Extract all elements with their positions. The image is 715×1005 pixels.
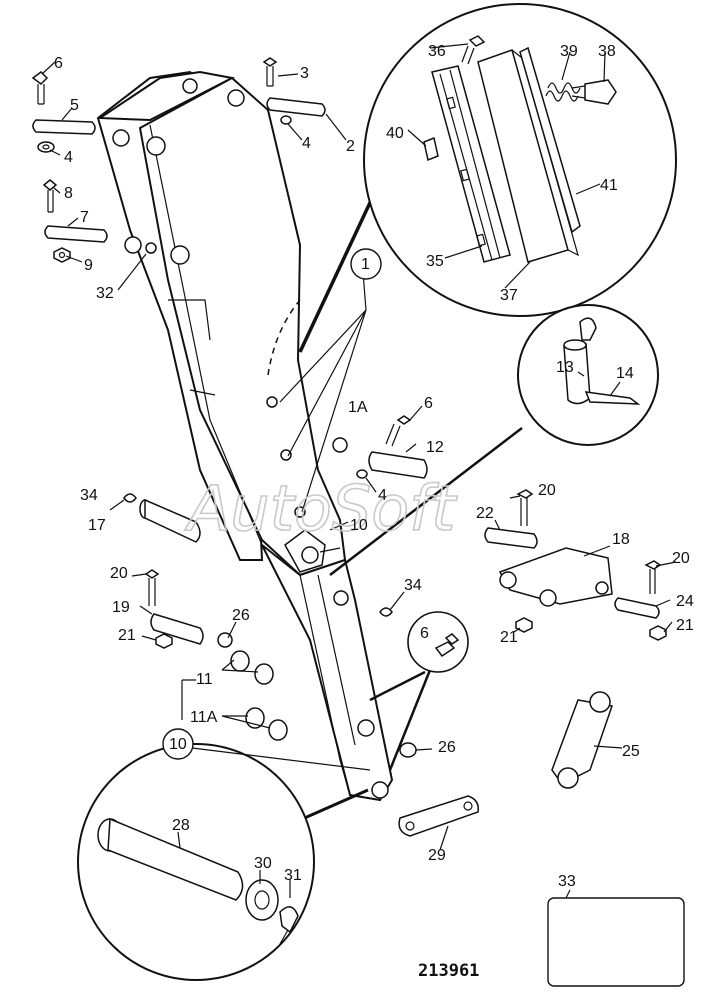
label-13: 13 — [556, 359, 574, 376]
link-18-assembly — [484, 489, 667, 641]
detail-leaders — [267, 191, 523, 822]
label-17: 17 — [88, 517, 106, 534]
label-4: 4 — [378, 487, 387, 504]
label-33: 33 — [558, 873, 576, 890]
label-26: 26 — [232, 607, 250, 624]
link-25 — [551, 691, 613, 789]
label-10: 10 — [169, 736, 187, 753]
label-21: 21 — [500, 629, 518, 646]
label-4: 4 — [64, 149, 73, 166]
label-35: 35 — [426, 253, 444, 270]
pin-7-assembly — [42, 179, 108, 263]
wear-pad-detail-circle — [363, 3, 677, 317]
circlip-34-lower — [379, 607, 393, 617]
label-32: 32 — [96, 285, 114, 302]
label-20: 20 — [538, 482, 556, 499]
label-20: 20 — [110, 565, 128, 582]
label-6: 6 — [424, 395, 433, 412]
label-3: 3 — [300, 65, 309, 82]
washer-26-lower — [399, 742, 417, 758]
label-leaders — [41, 43, 677, 899]
label-36: 36 — [428, 43, 446, 60]
label-10: 10 — [350, 517, 368, 534]
pin-17-assembly — [123, 493, 201, 543]
label-26: 26 — [438, 739, 456, 756]
pin-2-assembly — [262, 57, 326, 125]
label-34: 34 — [80, 487, 98, 504]
label-9: 9 — [84, 257, 93, 274]
label-2: 2 — [346, 138, 355, 155]
ref-circle-1 — [350, 248, 382, 280]
label-38: 38 — [598, 43, 616, 60]
label-5: 5 — [70, 97, 79, 114]
label-30: 30 — [254, 855, 272, 872]
label-1: 1 — [361, 256, 370, 273]
label-6: 6 — [54, 55, 63, 72]
label-22: 22 — [476, 505, 494, 522]
label-24: 24 — [676, 593, 694, 610]
label-19: 19 — [112, 599, 130, 616]
ref-circle-10 — [162, 728, 194, 760]
label-12: 12 — [426, 439, 444, 456]
pin-12-assembly — [356, 415, 428, 479]
label-34: 34 — [404, 577, 422, 594]
label-28: 28 — [172, 817, 190, 834]
label-39: 39 — [560, 43, 578, 60]
label-6: 6 — [420, 625, 429, 642]
label-20: 20 — [672, 550, 690, 567]
label-21: 21 — [118, 627, 136, 644]
label-14: 14 — [616, 365, 634, 382]
part-labels: 6 5 4 8 7 9 32 3 4 2 1 1A 6 12 4 10 34 1… — [54, 43, 694, 890]
grease-nipple-detail-circle — [407, 611, 469, 673]
label-29: 29 — [428, 847, 446, 864]
decal-box-33 — [547, 897, 685, 987]
bucket-pin-detail-circle — [77, 743, 315, 981]
label-11a: 11A — [190, 709, 218, 726]
label-4: 4 — [302, 135, 311, 152]
label-41: 41 — [600, 177, 618, 194]
boom-arm — [96, 70, 394, 802]
link-29 — [398, 795, 480, 837]
label-40: 40 — [386, 125, 404, 142]
label-1a: 1A — [348, 399, 368, 416]
label-8: 8 — [64, 185, 73, 202]
label-11: 11 — [196, 671, 213, 688]
pin-19-assembly — [144, 569, 204, 649]
pin-5-assembly — [31, 71, 96, 153]
label-37: 37 — [500, 287, 518, 304]
label-25: 25 — [622, 743, 640, 760]
label-7: 7 — [80, 209, 89, 226]
lock-pin-detail-circle — [517, 304, 659, 446]
drawing-number: 213961 — [418, 961, 479, 981]
label-18: 18 — [612, 531, 630, 548]
bushings-11 — [217, 632, 288, 741]
watermark: AutoSoft — [184, 472, 458, 545]
label-21: 21 — [676, 617, 694, 634]
label-31: 31 — [284, 867, 302, 884]
